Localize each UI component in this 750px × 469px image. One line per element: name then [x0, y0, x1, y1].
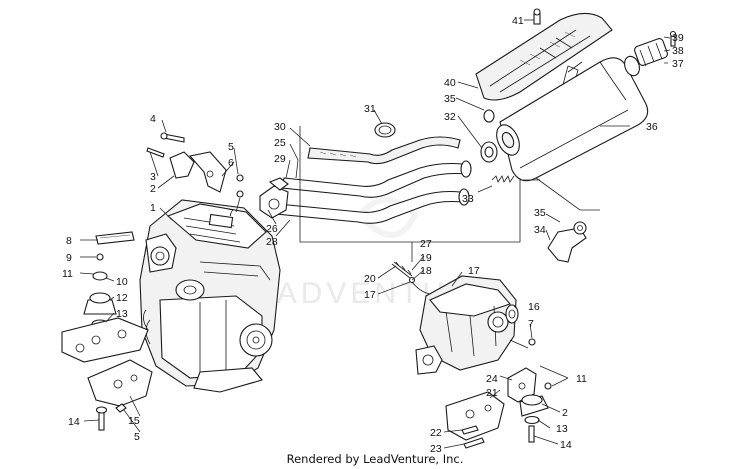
- bolt-3: [146, 147, 165, 158]
- callout-2: 2: [150, 183, 156, 195]
- leader-lines: [79, 19, 671, 449]
- engine-bracket-6: [188, 151, 227, 193]
- bolt-4: [160, 132, 185, 143]
- seal-16: [505, 304, 519, 324]
- callout-36: 36: [646, 121, 658, 133]
- callout-34: 34: [534, 224, 546, 236]
- callout-11: 11: [62, 268, 73, 280]
- callout-16: 16: [528, 301, 540, 313]
- nut-5a: [236, 174, 244, 182]
- mount-nut-11: [544, 382, 552, 390]
- callout-24: 24: [486, 373, 498, 385]
- muffler-mount-bracket[interactable]: [547, 221, 587, 263]
- muffler-heat-shield[interactable]: [475, 12, 613, 101]
- washer-7a: [236, 190, 244, 198]
- engine-mount-plate[interactable]: [61, 317, 149, 363]
- callout-38: 38: [672, 45, 684, 57]
- callout-41: 41: [512, 15, 524, 27]
- transmission-plate-21[interactable]: [445, 391, 505, 441]
- callout-17-left: 17: [364, 289, 376, 301]
- callout-13: 13: [116, 308, 128, 320]
- exhaust-flange: [259, 177, 289, 219]
- bolt-14a: [95, 406, 108, 431]
- callout-5: 5: [228, 141, 234, 153]
- callout-39: 39: [672, 32, 684, 44]
- callout-13-right: 13: [556, 423, 568, 435]
- bolt-14b: [528, 425, 535, 443]
- callout-18: 18: [420, 265, 432, 277]
- callout-26: 26: [266, 223, 278, 235]
- engine-mount-12[interactable]: [83, 292, 117, 315]
- callout-3: 3: [150, 171, 156, 183]
- muffler[interactable]: [492, 57, 649, 182]
- callout-35: 35: [444, 93, 456, 105]
- transmission-mount-2[interactable]: [519, 394, 549, 417]
- render-credit: Rendered by LeadVenture, Inc.: [286, 452, 464, 466]
- screw-41: [533, 8, 541, 25]
- clamp-31: [374, 122, 396, 138]
- callout-21: 21: [486, 387, 498, 399]
- callout-20: 20: [364, 273, 376, 285]
- lower-bracket-15[interactable]: [87, 359, 153, 407]
- callout-22: 22: [430, 427, 442, 439]
- emission-label-8: [95, 231, 135, 245]
- callout-28: 28: [266, 236, 278, 248]
- callout-8: 8: [66, 235, 72, 247]
- header-assembly-bracket: [299, 126, 540, 243]
- callout-6: 6: [228, 157, 234, 169]
- callout-14: 14: [68, 416, 80, 428]
- bolt-23: [463, 437, 485, 449]
- callout-27: 27: [420, 238, 432, 250]
- callout-1: 1: [150, 202, 156, 214]
- callout-37: 37: [672, 58, 684, 70]
- callout-32: 32: [444, 111, 456, 123]
- screw-38: [669, 30, 677, 47]
- bracket-36-lower: [535, 177, 600, 211]
- callout-35-lower: 35: [534, 207, 546, 219]
- callout-23: 23: [430, 443, 442, 455]
- callout-9: 9: [66, 252, 72, 264]
- bolt-22: [461, 425, 479, 435]
- gasket-32: [480, 141, 498, 163]
- transmission-assembly[interactable]: [415, 275, 517, 375]
- spring-33: [491, 175, 515, 183]
- callout-33: 33: [462, 193, 474, 205]
- header-pipe[interactable]: [275, 160, 472, 224]
- callout-15: 15: [128, 415, 140, 427]
- callout-7-right: 7: [528, 318, 534, 330]
- callout-31: 31: [364, 103, 376, 115]
- callout-30: 30: [274, 121, 286, 133]
- callout-19: 19: [420, 252, 432, 264]
- bolt-5b: [115, 403, 127, 413]
- callout-25: 25: [274, 137, 286, 149]
- damper-2: [169, 151, 195, 179]
- mount-washer-13b: [524, 415, 540, 425]
- callout-29: 29: [274, 153, 286, 165]
- callout-10: 10: [116, 276, 128, 288]
- mount-washer-7b: [528, 338, 536, 346]
- shift-cable: [509, 339, 529, 349]
- engine-assembly[interactable]: [139, 199, 281, 393]
- callout-14-right: 14: [560, 439, 572, 451]
- callout-17-right: 17: [468, 265, 480, 277]
- callout-12: 12: [116, 292, 128, 304]
- mount-nut-9: [96, 253, 104, 261]
- callout-7: 7: [228, 207, 234, 219]
- header-heat-shield[interactable]: [307, 136, 461, 165]
- grommet-35: [483, 109, 495, 123]
- callout-11-right: 11: [576, 373, 587, 385]
- transmission-bracket-24[interactable]: [507, 367, 537, 403]
- watermark-logo: [356, 197, 419, 238]
- callout-5-lower: 5: [134, 431, 140, 443]
- callout-4: 4: [150, 113, 156, 125]
- callout-40: 40: [444, 77, 456, 89]
- callout-2-right: 2: [562, 407, 568, 419]
- mount-washer-10: [92, 271, 108, 281]
- spark-arrestor[interactable]: [622, 37, 669, 77]
